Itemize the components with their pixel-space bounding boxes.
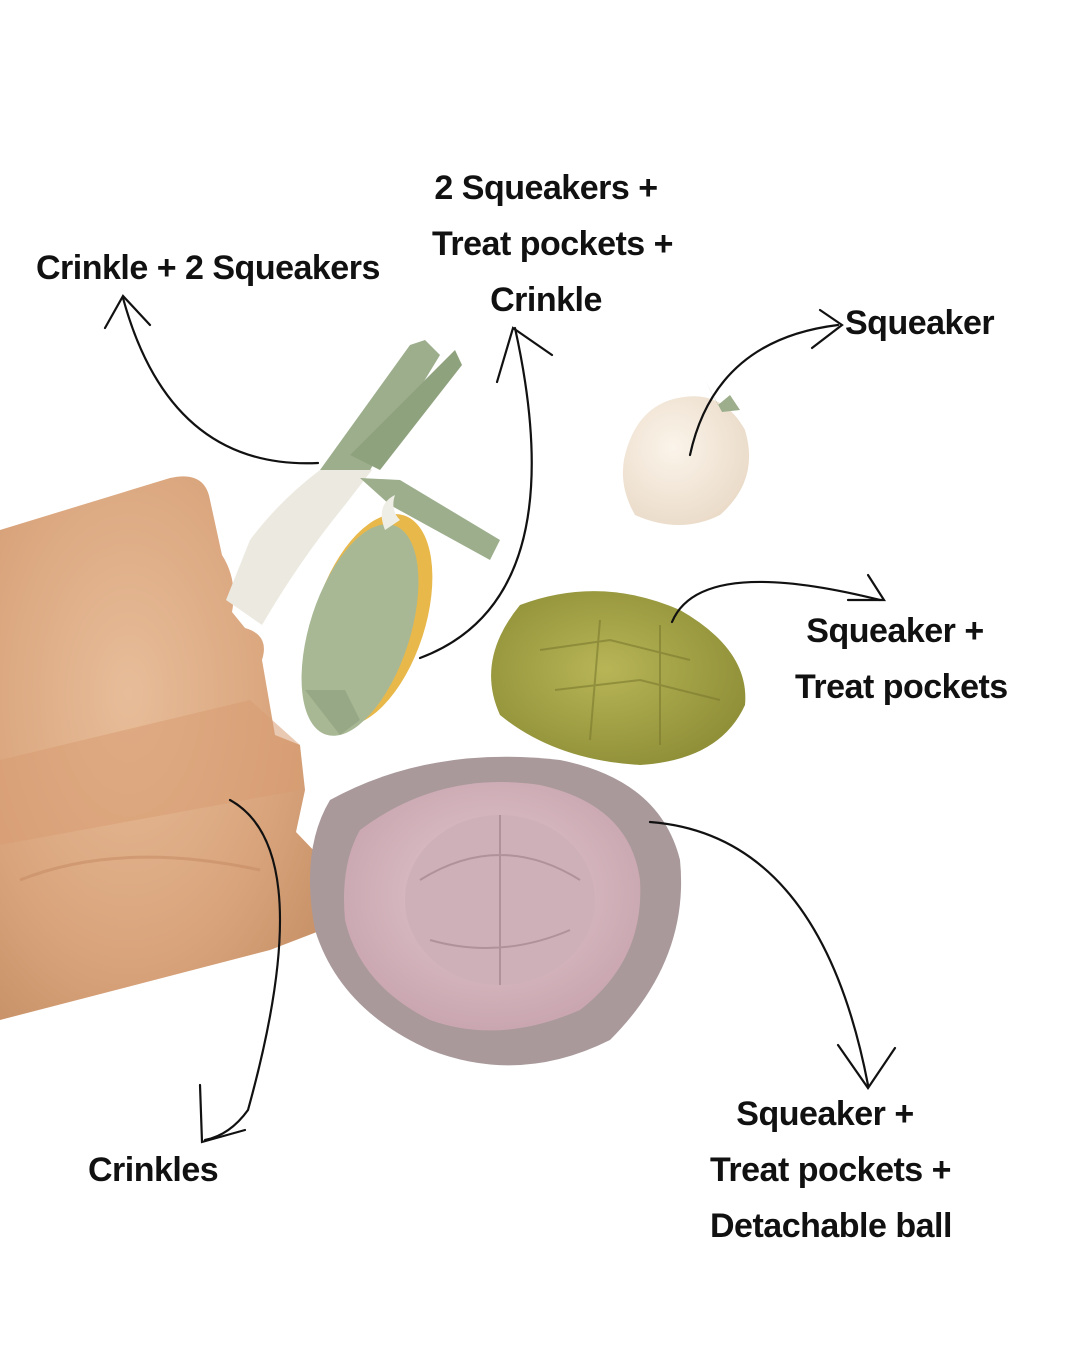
brussels-sprout-toy: [491, 591, 746, 765]
label-corn: 2 Squeakers + Treat pockets + Crinkle: [432, 160, 674, 328]
arrow-corn: [418, 326, 533, 660]
tote-bag-toy: [0, 476, 322, 1020]
arrowhead-corn: [495, 326, 554, 384]
label-corn-line-1: 2 Squeakers +: [434, 169, 658, 207]
label-garlic-text: Squeaker: [845, 304, 995, 342]
label-brussels-line-1: Squeaker +: [806, 612, 984, 650]
arrow-cabbage: [648, 820, 870, 1087]
spring-onion-toy: [226, 340, 500, 625]
cabbage-toy: [310, 756, 682, 1066]
arrowhead-brussels: [846, 573, 887, 602]
annotation-arrows: [103, 294, 897, 1144]
label-cabbage-line-2: Treat pockets +: [710, 1151, 952, 1189]
label-onion: Crinkle + 2 Squeakers: [36, 240, 380, 296]
arrow-brussels: [670, 580, 882, 624]
label-bag: Crinkles: [88, 1142, 219, 1198]
label-cabbage-line-1: Squeaker +: [736, 1095, 914, 1133]
arrowhead-onion: [103, 294, 152, 330]
label-onion-text: Crinkle + 2 Squeakers: [36, 249, 380, 287]
label-garlic: Squeaker: [845, 295, 995, 351]
label-cabbage-line-3: Detachable ball: [710, 1207, 952, 1245]
label-brussels-line-2: Treat pockets: [795, 668, 1008, 706]
corn-toy: [301, 495, 433, 736]
label-corn-line-3: Crinkle: [490, 281, 602, 319]
arrow-bag: [203, 798, 282, 1142]
arrowhead-cabbage: [836, 1043, 897, 1090]
arrow-onion: [121, 296, 320, 465]
arrowhead-bag: [198, 1083, 247, 1144]
arrowhead-garlic: [810, 308, 844, 350]
label-corn-line-2: Treat pockets +: [432, 225, 674, 263]
label-cabbage: Squeaker + Treat pockets + Detachable ba…: [710, 1086, 952, 1254]
label-bag-text: Crinkles: [88, 1151, 219, 1189]
label-brussels: Squeaker + Treat pockets: [795, 603, 1008, 715]
arrow-garlic: [688, 323, 840, 457]
garlic-toy: [622, 380, 750, 525]
